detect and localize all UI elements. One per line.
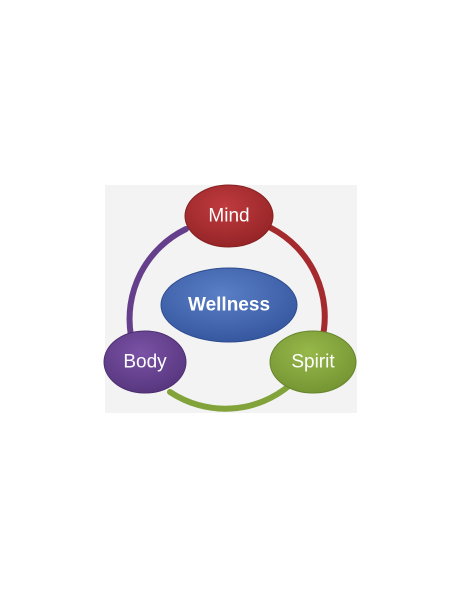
node-wellness-label: Wellness	[188, 295, 270, 316]
node-mind-label: Mind	[208, 206, 249, 227]
node-body-label: Body	[123, 352, 167, 373]
node-spirit: Spirit	[269, 330, 357, 394]
arc-body-to-mind	[126, 226, 189, 339]
node-body: Body	[103, 330, 187, 394]
node-wellness: Wellness	[160, 267, 298, 343]
arc-mind-to-spirit	[268, 225, 328, 343]
node-spirit-label: Spirit	[291, 352, 335, 373]
node-mind: Mind	[184, 184, 274, 248]
arc-spirit-to-body	[167, 382, 293, 412]
